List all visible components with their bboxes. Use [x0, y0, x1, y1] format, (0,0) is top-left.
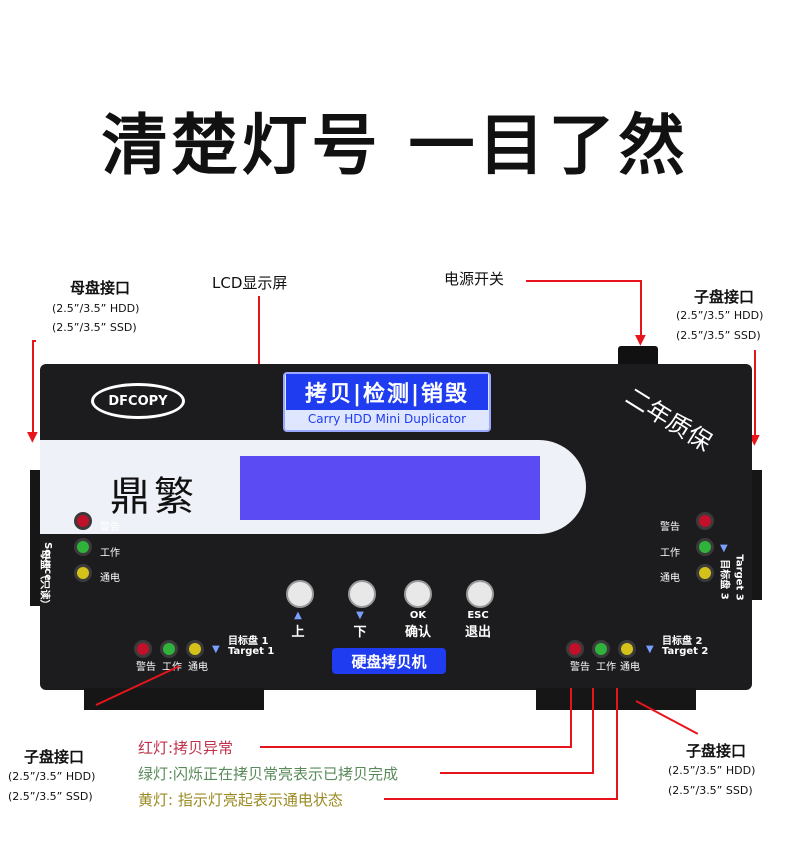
legend-green-light: 绿灯:闪烁正在拷贝常亮表示已拷贝完成 [138, 765, 399, 783]
legend-red-light: 红灯:拷贝异常 [138, 739, 234, 757]
source-work-label: 工作 [100, 548, 120, 559]
target2-warning-led [566, 640, 584, 658]
target3-work-led [696, 538, 714, 556]
brand-title: 拷贝|检测|销毁 [286, 374, 488, 410]
up-button[interactable] [286, 580, 314, 608]
target2-power-label: 通电 [620, 662, 640, 673]
brand-cn-name: 鼎繁 [110, 474, 198, 520]
target3-port-connector [750, 470, 762, 600]
ok-button[interactable] [404, 580, 432, 608]
target3-work-label: 工作 [660, 548, 680, 559]
target3-label: 目标盘 3 [718, 559, 730, 600]
source-spec-ssd: (2.5”/3.5” SSD) [52, 321, 137, 334]
target2-arrow-icon: ▼ [646, 644, 654, 655]
sub-port-label-right: 子盘接口 [694, 288, 755, 306]
sub-port-label-left: 子盘接口 [24, 748, 85, 766]
sub-spec-hdd-bottom-right: (2.5”/3.5” HDD) [668, 764, 756, 777]
target3-label-en: Target 3 [733, 554, 745, 601]
target1-power-label: 通电 [188, 662, 208, 673]
source-spec-hdd: (2.5”/3.5” HDD) [52, 302, 140, 315]
source-port-connector [30, 470, 42, 606]
target3-power-led [696, 564, 714, 582]
target1-power-led [186, 640, 204, 658]
target2-label-en: Target 2 [662, 646, 709, 657]
source-power-label: 通电 [100, 573, 120, 584]
target3-warning-label: 警告 [660, 522, 680, 533]
target1-port-connector [84, 688, 264, 710]
legend-yellow-light: 黄灯: 指示灯亮起表示通电状态 [138, 791, 343, 809]
target1-label: 目标盘 1 [228, 636, 269, 647]
dfcopy-logo: DFCOPY [91, 383, 185, 419]
target2-label: 目标盘 2 [662, 636, 703, 647]
sub-spec-ssd-left: (2.5”/3.5” SSD) [8, 790, 93, 803]
sub-port-label-bottom-right: 子盘接口 [686, 742, 747, 760]
sub-spec-ssd-right: (2.5”/3.5” SSD) [676, 329, 761, 342]
lcd-label: LCD显示屏 [212, 274, 288, 292]
target1-label-en: Target 1 [228, 646, 275, 657]
target1-work-led [160, 640, 178, 658]
target2-warning-label: 警告 [570, 662, 590, 673]
target3-power-label: 通电 [660, 573, 680, 584]
hdd-duplicator-label: 硬盘拷贝机 [332, 648, 446, 674]
sub-spec-hdd-right: (2.5”/3.5” HDD) [676, 309, 764, 322]
headline: 清楚灯号 一目了然 [101, 107, 689, 184]
target3-arrow-icon: ▼ [720, 543, 728, 554]
target2-work-led [592, 640, 610, 658]
power-switch-label: 电源开关 [444, 270, 505, 288]
down-button-label: ▼下 [353, 610, 367, 640]
target1-arrow-icon: ▼ [212, 644, 220, 655]
target1-warning-label: 警告 [136, 662, 156, 673]
source-warning-led [74, 512, 92, 530]
source-work-led [74, 538, 92, 556]
down-button[interactable] [348, 580, 376, 608]
sub-spec-hdd-left: (2.5”/3.5” HDD) [8, 770, 96, 783]
target2-power-led [618, 640, 636, 658]
target1-warning-led [134, 640, 152, 658]
up-button-label: ▲上 [291, 610, 305, 640]
brand-subtitle: Carry HDD Mini Duplicator [307, 412, 467, 426]
lcd-screen [240, 456, 540, 520]
source-port-label: 母盘接口 [70, 279, 131, 297]
source-warning-label: 警告 [100, 522, 120, 533]
sub-spec-ssd-bottom-right: (2.5”/3.5” SSD) [668, 784, 753, 797]
esc-button[interactable] [466, 580, 494, 608]
source-label-en: Source [41, 542, 53, 581]
target2-work-label: 工作 [596, 662, 616, 673]
power-switch[interactable] [618, 346, 658, 368]
source-power-led [74, 564, 92, 582]
target3-warning-led [696, 512, 714, 530]
